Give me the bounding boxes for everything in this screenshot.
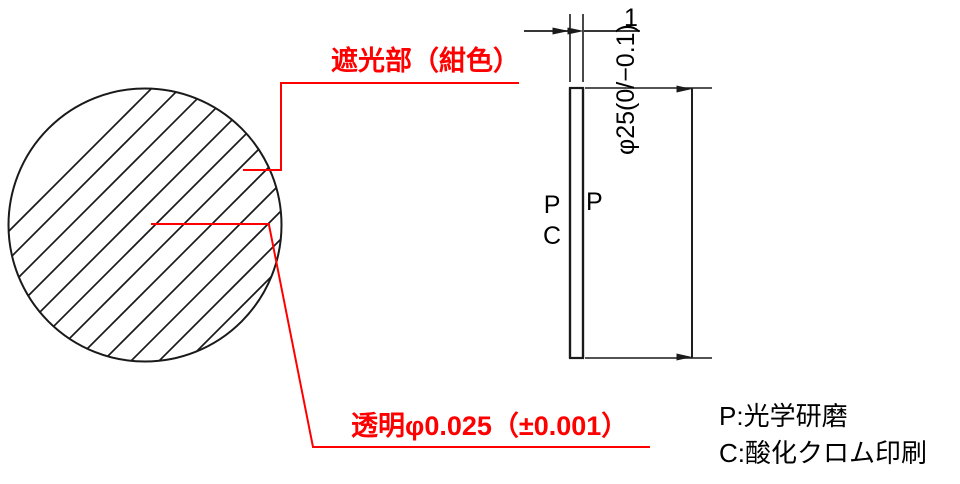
- side-view-left-face-labels: P C: [543, 190, 561, 253]
- side-view-group: [568, 14, 712, 360]
- side-view-right-face-label: P: [586, 188, 603, 216]
- transparent-callout-label: 透明φ0.025（±0.001）: [351, 411, 629, 441]
- transparent-leader-line: [151, 223, 650, 448]
- disc-outline: [7, 87, 283, 363]
- face-label-p-left: P: [543, 191, 561, 219]
- surface-finish-legend: P:光学研磨 C:酸化クロム印刷: [719, 398, 927, 472]
- diameter-dimension-value: φ25(0/−0.1): [612, 24, 640, 155]
- thickness-dimension-value: 1: [624, 4, 638, 32]
- plate-body: [568, 86, 585, 360]
- legend-row-c: C:酸化クロム印刷: [719, 437, 928, 468]
- legend-row-p: P:光学研磨: [719, 401, 848, 431]
- shading-callout-label: 遮光部（紺色）: [331, 46, 520, 76]
- shading-leader-line: [243, 82, 519, 171]
- face-label-c-left: C: [543, 222, 562, 251]
- callout-leaders: [151, 82, 650, 448]
